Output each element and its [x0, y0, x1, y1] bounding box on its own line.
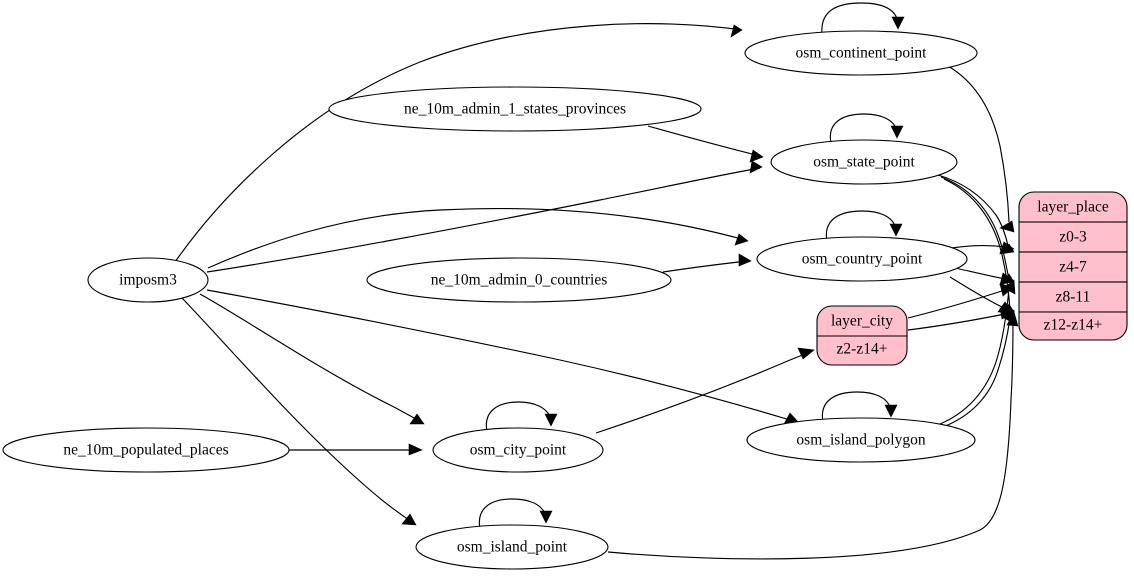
selfloop-osm_city_point	[485, 401, 558, 433]
node-osm_state_point[interactable]: osm_state_point	[770, 139, 958, 185]
edge-ne_populated-to-osm_city_point	[289, 443, 423, 456]
edge-imposm3-to-osm_island_point	[181, 297, 417, 526]
edge-imposm3-to-osm_state_point	[206, 160, 763, 273]
record-node-layer_city[interactable]: layer_city z2-z14+	[816, 305, 908, 366]
record-node-layer_place[interactable]: layer_place z0-3 z4-7 z8-11 z12-z14+	[1018, 191, 1128, 341]
edge-imposm3-to-osm_continent_point	[174, 23, 743, 263]
edge-imposm3-to-osm_city_point	[199, 293, 425, 425]
node-layer: imposm3 ne_10m_admin_1_states_provinces …	[2, 30, 1128, 570]
selfloop-osm_state_point	[829, 113, 904, 144]
edge-ne_states-to-osm_state_point	[647, 125, 764, 163]
edge-layer_city-to-layer_place-z12-z14	[907, 307, 1015, 331]
node-osm_island_point[interactable]: osm_island_point	[415, 524, 609, 570]
node-osm_country_point[interactable]: osm_country_point	[756, 236, 968, 282]
selfloop-osm_island_polygon	[821, 391, 898, 423]
edge-osm_continent_point-to-layer_place-z0-3	[947, 65, 1015, 233]
selfloop-osm_continent_point	[821, 2, 905, 35]
edge-osm_island_point-to-layer_place-z12-z14	[607, 311, 1019, 560]
selfloop-osm_island_point	[478, 498, 553, 530]
node-osm_continent_point[interactable]: osm_continent_point	[744, 30, 978, 76]
edge-layer	[174, 2, 1019, 560]
edge-osm_country_point-to-layer_place-z4-7	[951, 241, 1015, 254]
node-osm_city_point[interactable]: osm_city_point	[432, 427, 604, 473]
node-ne_10m_admin_0_countries[interactable]: ne_10m_admin_0_countries	[366, 257, 672, 303]
edge-ne_countries-to-osm_country_point	[662, 253, 752, 273]
edge-osm_city_point-to-layer_city	[595, 347, 815, 434]
edge-layer_city-to-layer_place-z8-11	[907, 283, 1015, 319]
node-imposm3[interactable]: imposm3	[87, 257, 209, 303]
node-ne_10m_admin_1_states_provinces[interactable]: ne_10m_admin_1_states_provinces	[328, 86, 702, 132]
node-ne_10m_populated_places[interactable]: ne_10m_populated_places	[2, 427, 290, 473]
edge-osm_country_point-to-layer_place-z8-11	[954, 267, 1015, 286]
node-osm_island_polygon[interactable]: osm_island_polygon	[746, 417, 976, 463]
edge-osm_state_point-to-layer_place-z4-7	[937, 174, 1015, 255]
selfloop-osm_country_point	[825, 210, 903, 242]
edge-imposm3-to-osm_country_point	[207, 207, 749, 269]
